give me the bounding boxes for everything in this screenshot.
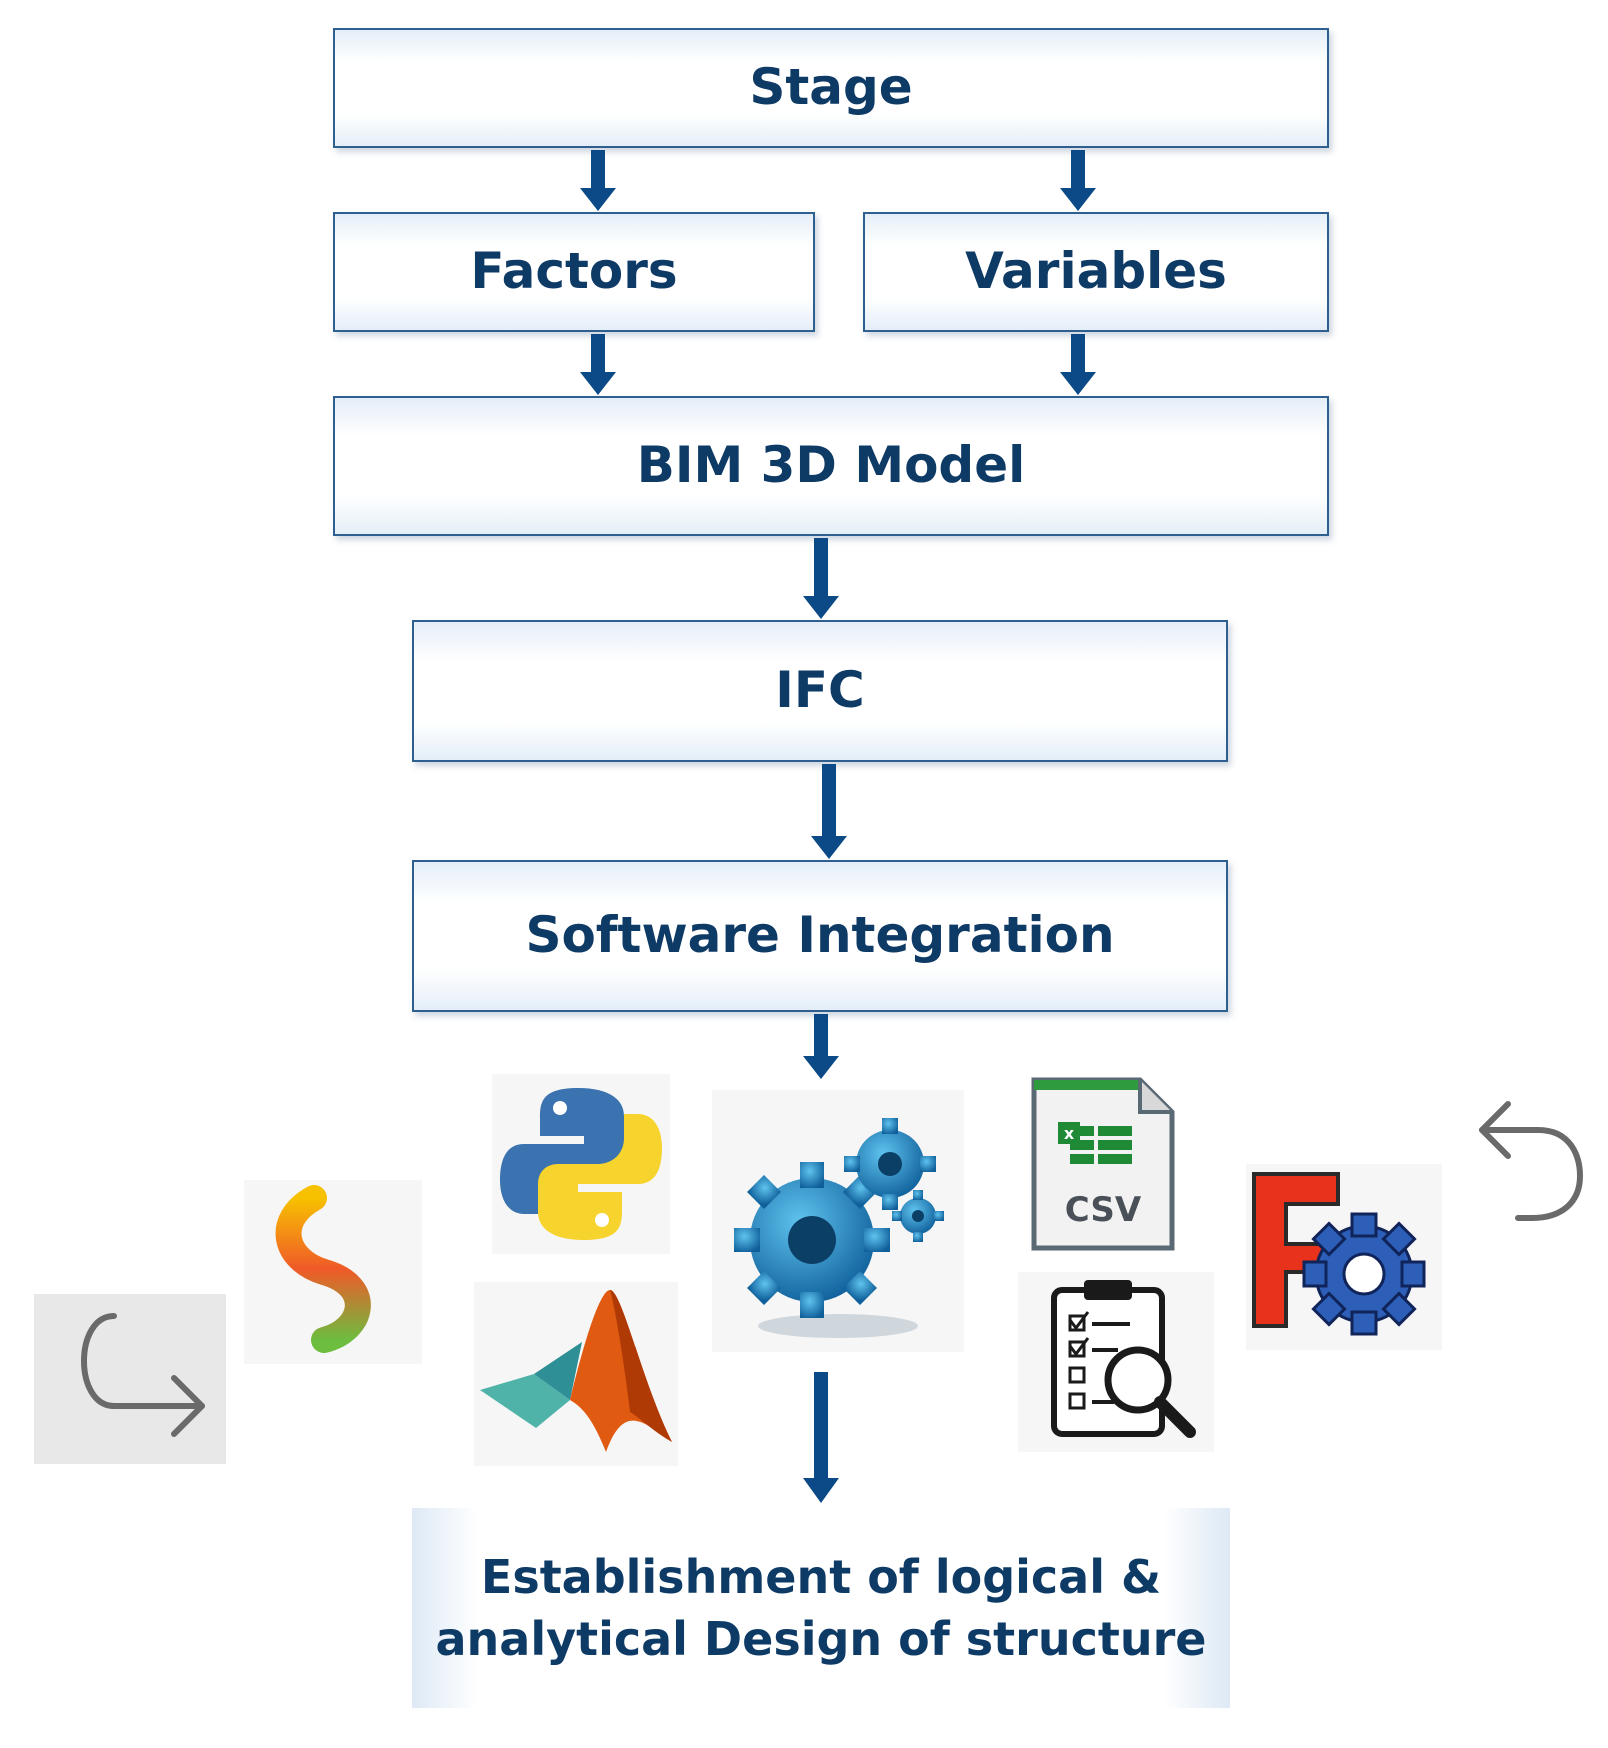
arrow-variables-to-bim xyxy=(1060,334,1096,395)
arrow-stage-to-variables xyxy=(1060,150,1096,211)
result-label-line2: analytical Design of structure xyxy=(435,1612,1207,1666)
arrow-tools-to-result xyxy=(803,1372,839,1503)
factors-label: Factors xyxy=(470,242,678,301)
factors-box: Factors xyxy=(333,212,815,332)
software-integration-box: Software Integration xyxy=(412,860,1228,1012)
arrow-ifc-to-integration xyxy=(811,764,847,859)
arrow-stage-to-factors xyxy=(580,150,616,211)
gears-icon xyxy=(712,1090,964,1352)
result-box: Establishment of logical & analytical De… xyxy=(412,1508,1230,1708)
bim-3d-model-box: BIM 3D Model xyxy=(333,396,1329,536)
freecad-logo-icon xyxy=(1246,1164,1442,1350)
svg-text:x: x xyxy=(1064,1124,1075,1143)
redo-arrow-icon xyxy=(34,1294,226,1464)
matlab-logo-icon xyxy=(474,1282,678,1466)
python-logo-icon xyxy=(492,1074,670,1254)
csv-label: CSV xyxy=(1064,1190,1142,1230)
software-integration-label: Software Integration xyxy=(525,906,1115,965)
stage-label: Stage xyxy=(749,58,913,117)
variables-box: Variables xyxy=(863,212,1329,332)
arrow-bim-to-ifc xyxy=(803,538,839,619)
arrow-factors-to-bim xyxy=(580,334,616,395)
spyder-logo-icon xyxy=(244,1180,422,1364)
ifc-label: IFC xyxy=(775,661,865,720)
csv-file-icon: x CSV xyxy=(1030,1076,1176,1252)
variables-label: Variables xyxy=(965,242,1227,301)
ifc-box: IFC xyxy=(412,620,1228,762)
bim-3d-model-label: BIM 3D Model xyxy=(636,436,1026,495)
stage-box: Stage xyxy=(333,28,1329,148)
checklist-search-icon xyxy=(1018,1272,1214,1452)
undo-arrow-icon xyxy=(1468,1098,1588,1228)
result-label-line1: Establishment of logical & xyxy=(480,1549,1162,1604)
arrow-integration-to-tools xyxy=(803,1014,839,1079)
